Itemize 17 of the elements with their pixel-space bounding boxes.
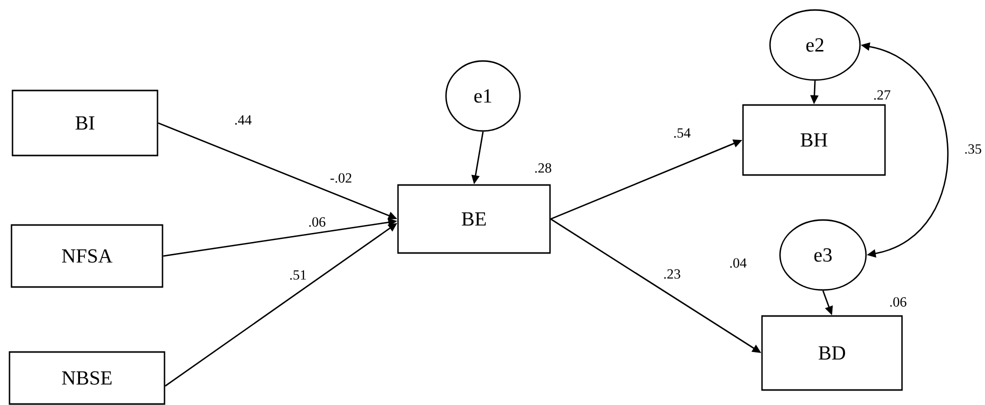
variable-box: NBSE (8, 351, 166, 405)
edge-label: .35 (965, 144, 982, 154)
variable-box: BH (742, 104, 886, 176)
variable-box: BE (397, 184, 551, 254)
edge-label: .51 (290, 270, 306, 280)
edge-label: .23 (664, 269, 680, 279)
edge-label: .54 (674, 128, 691, 138)
edge-label: -.02 (330, 173, 352, 183)
estimate-label: .06 (890, 297, 906, 307)
variable-box: NFSA (10, 224, 164, 288)
variable-box: BI (12, 90, 158, 156)
estimate-label: .28 (535, 163, 552, 173)
estimate-label: .04 (730, 258, 747, 268)
variable-box: BD (761, 315, 903, 391)
edge-label: .06 (309, 217, 326, 227)
estimate-label: .27 (874, 90, 890, 100)
estimate-label: .44 (235, 115, 252, 125)
